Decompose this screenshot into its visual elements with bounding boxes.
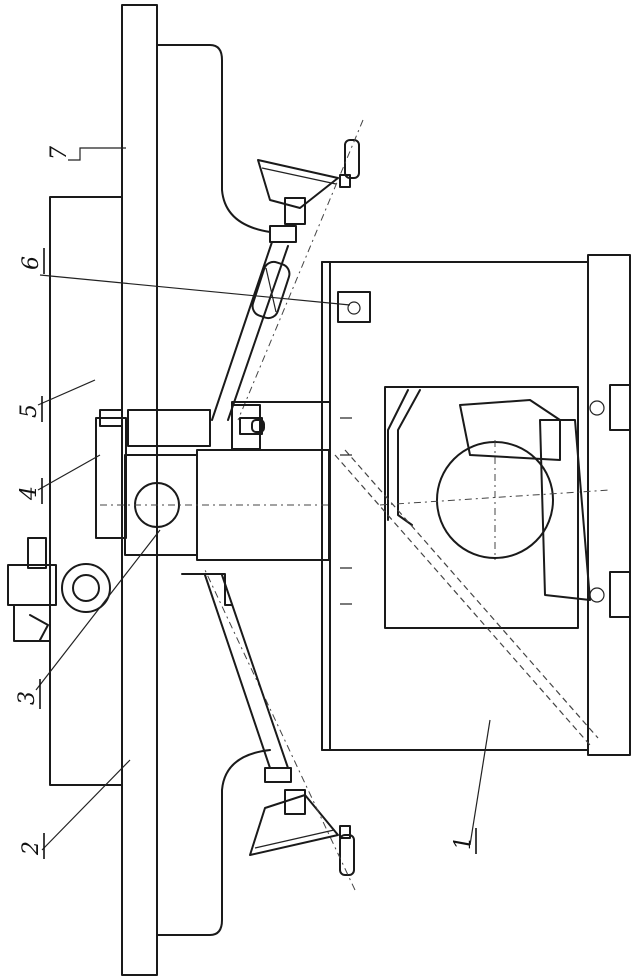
svg-text:4: 4	[17, 486, 42, 501]
leader-lines	[35, 147, 491, 851]
main-housing	[321, 261, 589, 751]
frame-body	[156, 44, 271, 936]
edge-ticks	[340, 417, 352, 605]
ram-slide	[100, 449, 330, 561]
callout-7: 7	[47, 146, 72, 160]
clamp-plate	[95, 409, 127, 539]
callout-labels: 1 2 3 4 5 6 7	[15, 146, 477, 859]
svg-text:5: 5	[17, 404, 42, 418]
svg-text:2: 2	[19, 841, 44, 856]
upper-guide	[127, 401, 331, 451]
svg-text:7: 7	[47, 146, 72, 160]
callout-6: 6	[19, 248, 45, 274]
lower-rod	[181, 573, 289, 769]
svg-text:1: 1	[451, 836, 476, 850]
callout-4: 4	[17, 478, 43, 504]
callout-5: 5	[17, 396, 43, 422]
upper-rod	[211, 241, 291, 421]
callout-3: 3	[15, 679, 41, 709]
wedge-guide	[334, 449, 599, 746]
callout-2: 2	[19, 833, 45, 859]
mounting-feet	[589, 384, 631, 618]
lower-handwheel	[204, 569, 356, 891]
base-plate	[49, 196, 123, 786]
callout-1: 1	[451, 828, 477, 854]
tool-post	[7, 537, 111, 642]
upper-handwheel	[237, 119, 364, 421]
svg-text:3: 3	[15, 691, 40, 705]
inspection-window	[379, 386, 611, 629]
base-rail	[587, 254, 631, 756]
column-bed	[121, 4, 158, 976]
svg-text:6: 6	[19, 256, 44, 270]
bolt-box	[337, 291, 371, 323]
